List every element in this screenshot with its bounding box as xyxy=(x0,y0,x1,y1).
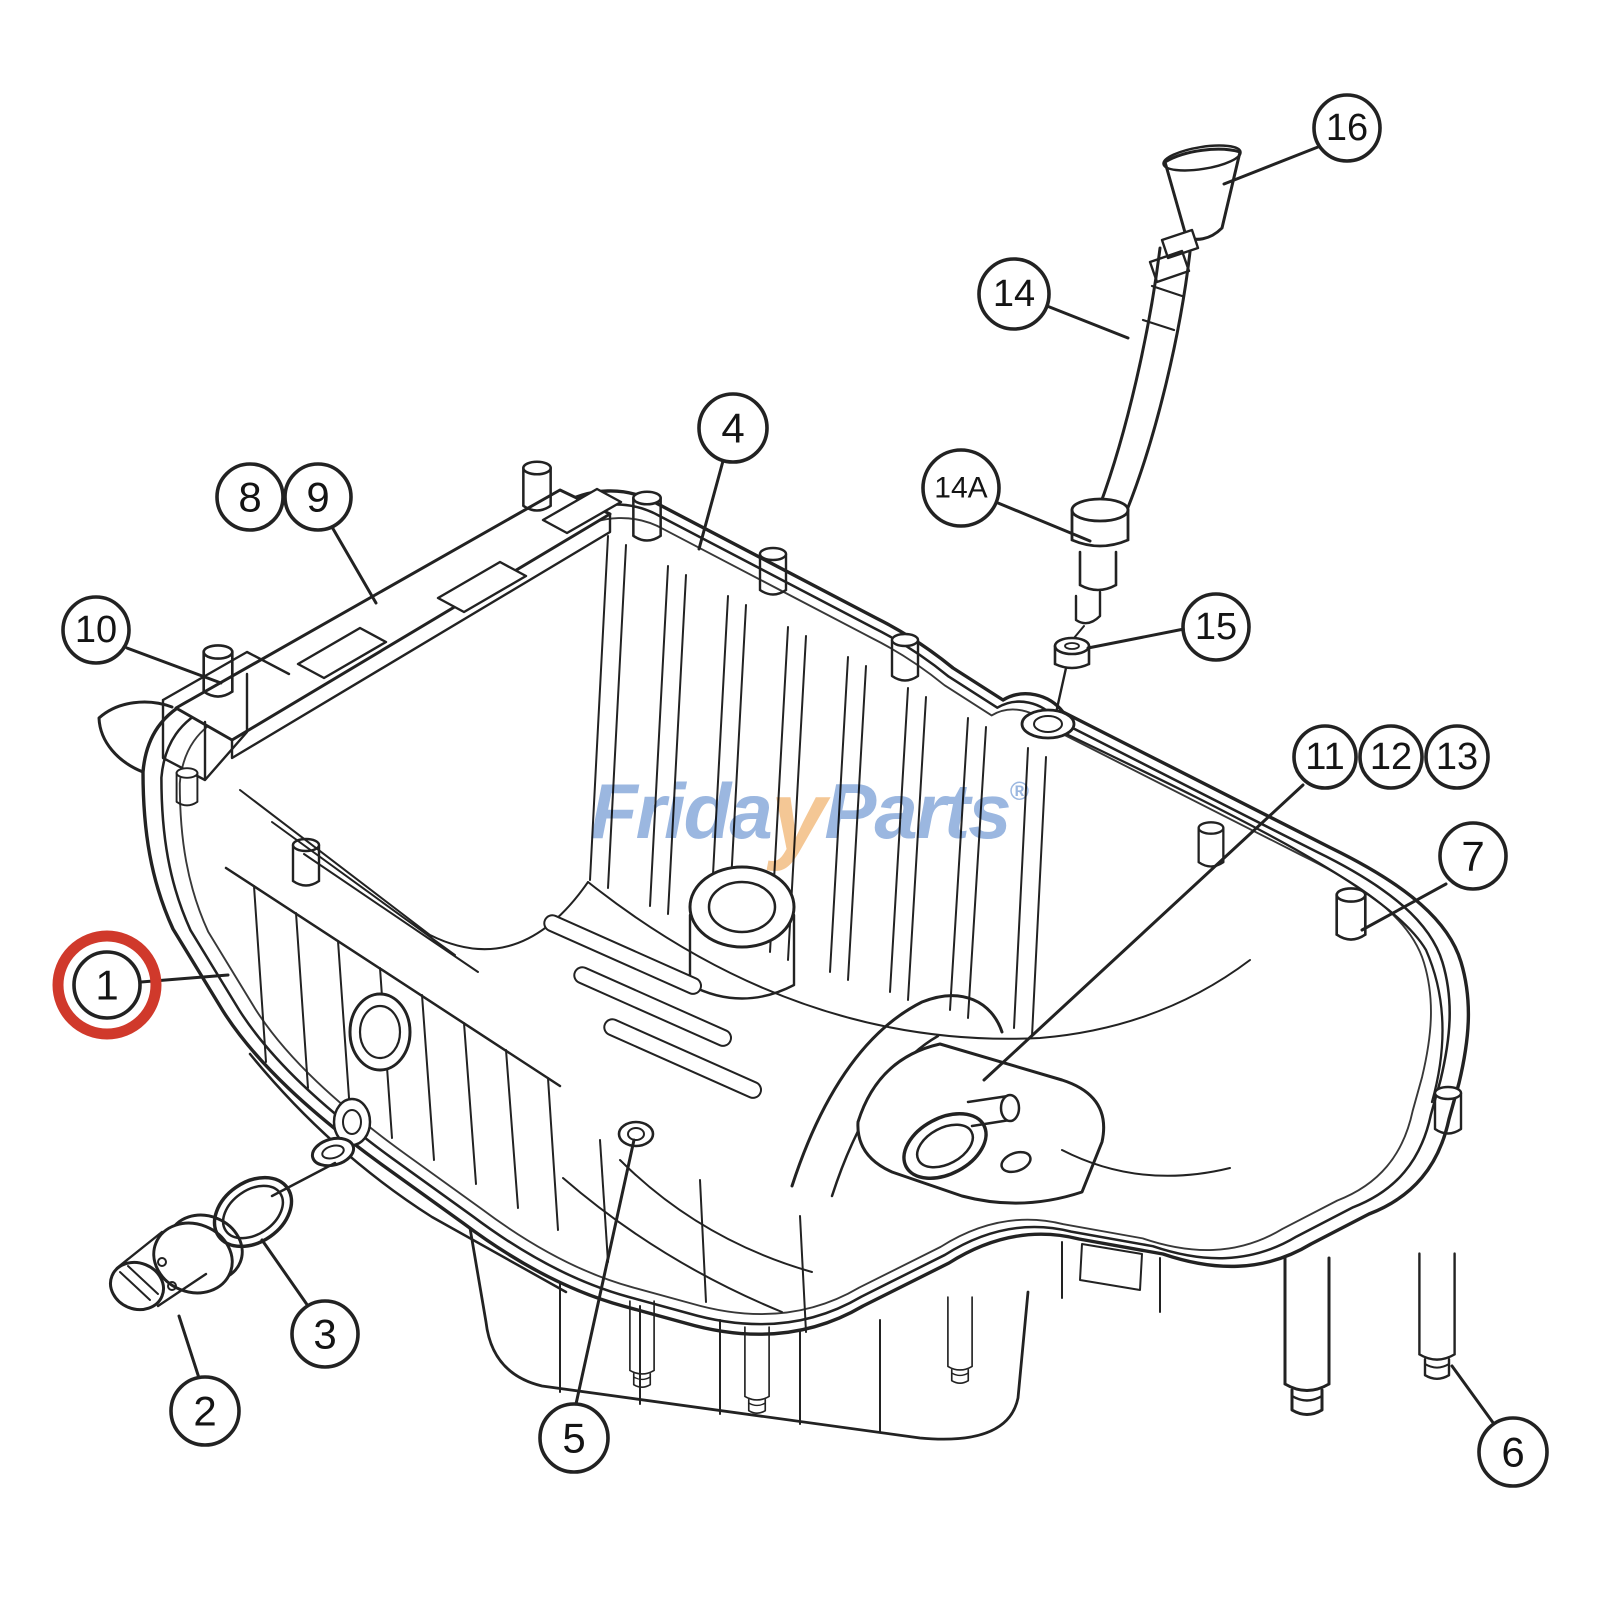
leader-line xyxy=(177,1314,201,1380)
callout-circle xyxy=(1358,724,1424,790)
callout-16: 16 xyxy=(1222,93,1382,186)
callout-circle xyxy=(1292,724,1358,790)
callout-number: 2 xyxy=(193,1388,216,1435)
callout-13: 13 xyxy=(1424,724,1490,790)
highlight-ring xyxy=(52,930,162,1040)
leader-line xyxy=(1045,304,1130,340)
leader-line xyxy=(260,1238,310,1308)
callout-circle xyxy=(283,462,353,532)
callout-number: 13 xyxy=(1436,736,1478,778)
callout-6: 6 xyxy=(1450,1364,1549,1488)
callout-11: 11 xyxy=(982,724,1358,1082)
callout-number: 9 xyxy=(306,474,329,521)
callout-number: 15 xyxy=(1195,606,1237,648)
callout-number: 16 xyxy=(1326,107,1368,149)
callout-12: 12 xyxy=(1358,724,1424,790)
watermark-frida: Frida xyxy=(590,767,771,855)
callout-circle xyxy=(1438,821,1508,891)
callout-14A: 14A xyxy=(921,448,1092,543)
callout-14: 14 xyxy=(977,257,1130,340)
leader-line xyxy=(1450,1364,1496,1426)
leader-line xyxy=(697,459,725,551)
callout-number: 3 xyxy=(313,1311,336,1358)
callout-1: 1 xyxy=(52,930,230,1040)
callout-circle xyxy=(1181,592,1251,662)
callout-5: 5 xyxy=(538,1138,636,1474)
callout-circle xyxy=(921,448,1001,528)
callout-number: 10 xyxy=(75,609,117,651)
callout-circle xyxy=(290,1299,360,1369)
leader-line xyxy=(982,783,1305,1082)
callout-number: 5 xyxy=(562,1415,585,1462)
leader-line xyxy=(330,525,378,605)
callout-number: 7 xyxy=(1461,833,1484,880)
oil-pan-linework xyxy=(97,144,1471,1441)
leader-line xyxy=(996,501,1092,543)
callout-circle xyxy=(697,392,769,464)
callout-circle xyxy=(215,462,285,532)
callout-number: 1 xyxy=(95,962,118,1009)
watermark-parts: Parts xyxy=(824,767,1009,855)
callout-number: 11 xyxy=(1305,736,1344,778)
callout-3: 3 xyxy=(260,1238,360,1369)
leader-line xyxy=(1360,882,1448,932)
callout-10: 10 xyxy=(61,595,223,685)
registered-trademark-icon: ® xyxy=(1009,776,1029,806)
callout-9: 9 xyxy=(283,462,378,605)
leader-line xyxy=(125,646,223,685)
callout-2: 2 xyxy=(169,1314,241,1447)
callout-number: 12 xyxy=(1370,736,1412,778)
callout-number: 8 xyxy=(238,474,261,521)
leader-line xyxy=(1086,627,1186,650)
callout-8: 8 xyxy=(215,462,285,532)
fridayparts-watermark: FridayParts® xyxy=(590,760,1031,872)
callout-circle xyxy=(61,595,131,665)
callout-number: 4 xyxy=(721,405,744,452)
callout-circle xyxy=(1312,93,1382,163)
callout-15: 15 xyxy=(1086,592,1251,662)
svg-text:FridayParts®: FridayParts® xyxy=(590,760,1029,872)
callout-7: 7 xyxy=(1360,821,1508,932)
callout-circle xyxy=(169,1375,241,1447)
watermark-y: y xyxy=(766,760,831,872)
callout-circle xyxy=(1424,724,1490,790)
callout-number: 14A xyxy=(934,472,987,505)
callout-number: 14 xyxy=(993,273,1035,315)
callout-number: 6 xyxy=(1501,1429,1524,1476)
callout-circle xyxy=(1477,1416,1549,1488)
callout-circle xyxy=(977,257,1051,331)
leader-line xyxy=(1222,145,1320,186)
leader-line xyxy=(574,1138,636,1406)
callout-circle xyxy=(72,950,142,1020)
callout-4: 4 xyxy=(697,392,769,551)
callout-circle xyxy=(538,1402,610,1474)
